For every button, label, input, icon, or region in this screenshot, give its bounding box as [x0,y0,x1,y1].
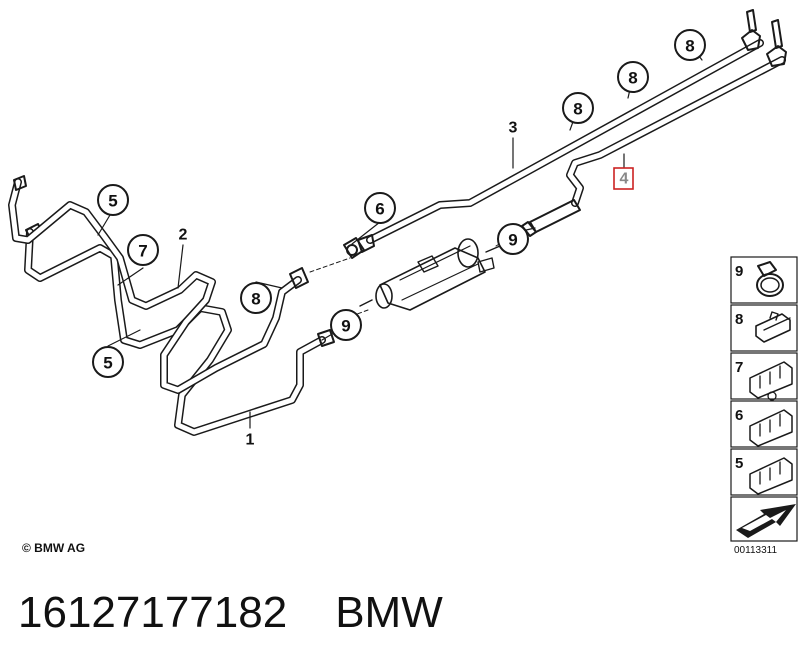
line-3-connector [343,234,375,259]
callout-label: 7 [138,242,147,261]
label-part-2: 2 [179,227,188,244]
callout-8-mid-1: 8 [562,92,594,124]
brand-name: BMW [335,588,443,637]
callout-9-left: 9 [330,309,362,341]
part-caption: 16127177182 BMW [18,588,443,638]
fuel-filter [359,238,501,311]
callout-8-mid-2: 8 [617,61,649,93]
callout-label: 8 [628,69,637,88]
callout-label: 8 [573,100,582,119]
fuel-line-diagram: 5 7 2 5 8 9 1 6 3 9 8 8 8 4 [8,9,798,556]
callout-label: 6 [375,200,384,219]
double-holder-icon [749,409,793,447]
callout-6: 6 [364,192,396,224]
legend-item-7[interactable]: 7 [730,352,798,401]
callout-5-lower: 5 [92,346,124,378]
fuel-line-4 [566,56,786,207]
fuel-line-2 [8,175,309,394]
callout-8-left: 8 [240,282,272,314]
legend-item-8[interactable]: 8 [730,304,798,352]
legend-number: 5 [735,455,743,472]
callout-label: 8 [685,37,694,56]
callout-label: 9 [508,231,517,250]
pipe-clip-icon [755,311,791,343]
callout-label: 4 [620,171,629,188]
callout-label: 5 [108,192,117,211]
fuel-line-3 [366,39,764,244]
direction-arrow-icon [736,504,796,538]
callout-label: 9 [341,317,350,336]
part-number: 16127177182 [18,588,288,637]
callout-label: 8 [251,290,260,309]
legend-direction-box [730,496,798,542]
callout-7: 7 [127,234,159,266]
diagram-reference-number: 00113311 [734,545,777,556]
legend-number: 7 [735,359,743,376]
line-4-connector [521,199,581,237]
legend-item-9[interactable]: 9 [730,256,798,304]
callout-9-right: 9 [497,223,529,255]
callout-label: 5 [103,354,112,373]
callout-4-highlighted[interactable]: 4 [613,167,634,190]
callout-5-upper: 5 [97,184,129,216]
double-holder-icon [749,457,793,495]
double-holder-icon [749,361,793,401]
legend-number: 6 [735,407,743,424]
legend-item-5[interactable]: 5 [730,448,798,496]
line-end-fittings [741,9,787,67]
legend-number: 8 [735,311,743,328]
legend-item-6[interactable]: 6 [730,400,798,448]
legend-number: 9 [735,263,743,280]
callout-8-top: 8 [674,29,706,61]
hose-clamp-icon [756,261,784,297]
label-part-3: 3 [509,120,518,137]
copyright-text: © BMW AG [22,541,85,555]
callout-leaders [97,43,703,429]
label-part-1: 1 [246,432,255,449]
